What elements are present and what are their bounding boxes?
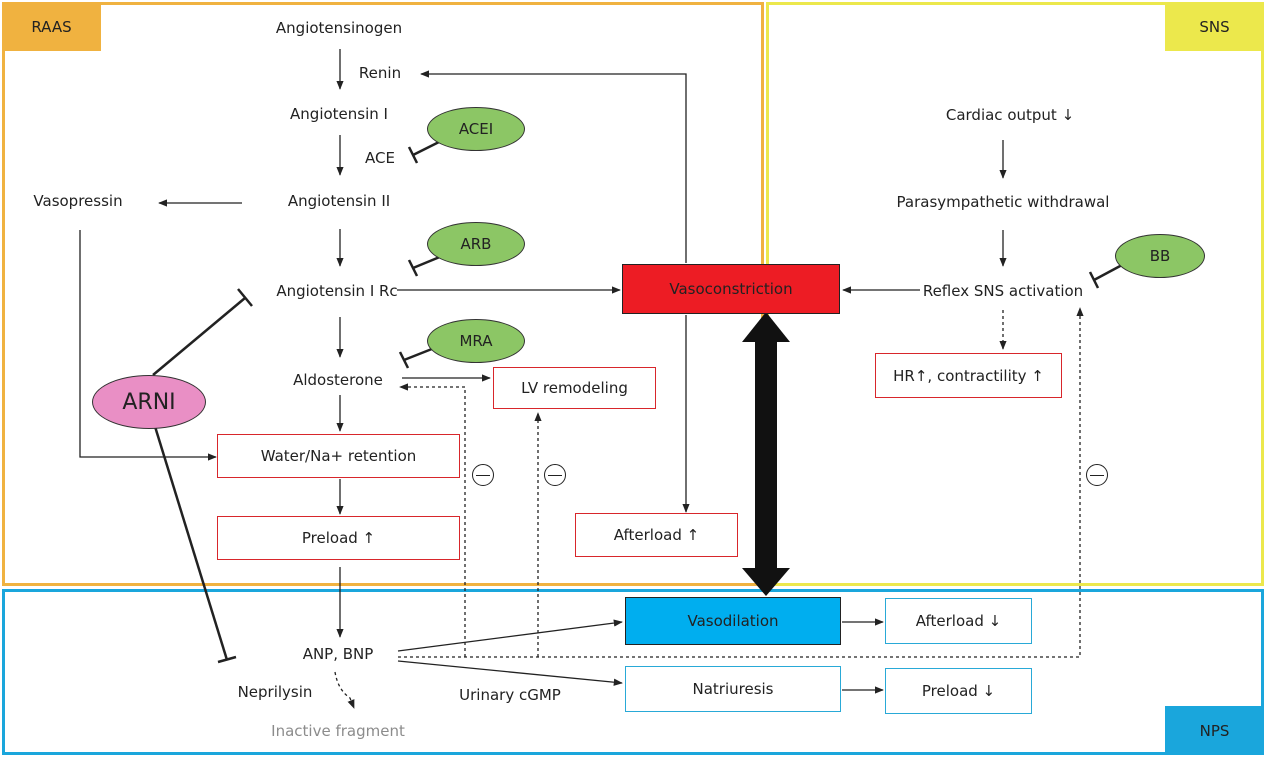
raas-tag-label: RAAS bbox=[31, 17, 72, 36]
nps-panel bbox=[2, 589, 1264, 755]
arni-neprilysin-line bbox=[151, 419, 229, 661]
cardiac-output-label: Cardiac output ↓ bbox=[945, 106, 1075, 124]
sns-tag-label: SNS bbox=[1199, 17, 1230, 36]
raas-tag: RAAS bbox=[2, 2, 101, 51]
water-na-retention-box: Water/Na+ retention bbox=[217, 434, 460, 478]
nps-tag: NPS bbox=[1165, 706, 1264, 755]
afterload-down-box: Afterload ↓ bbox=[885, 598, 1032, 644]
reflex-sns-label: Reflex SNS activation bbox=[922, 282, 1084, 300]
arrow-nps-inhibit-aldosterone bbox=[399, 383, 466, 657]
bidirectional-arrow bbox=[742, 312, 790, 596]
arni-neprilysin-bar bbox=[217, 655, 237, 664]
arrow-nps-inhibit-sns bbox=[398, 307, 1084, 658]
vasopressin-label: Vasopressin bbox=[33, 192, 123, 210]
arb-inhibit-bar bbox=[407, 259, 419, 277]
natriuresis-label: Natriuresis bbox=[692, 680, 774, 698]
inhibit-minus-icon bbox=[544, 464, 566, 486]
inhibit-minus-icon bbox=[472, 464, 494, 486]
mra-oval: MRA bbox=[427, 319, 525, 363]
hr-contractility-box: HR↑, contractility ↑ bbox=[875, 353, 1062, 398]
arrow-anp-natriuresis bbox=[397, 660, 623, 686]
lv-remodeling-label: LV remodeling bbox=[521, 379, 628, 397]
bb-label: BB bbox=[1149, 247, 1171, 265]
inactive-fragment-label: Inactive fragment bbox=[271, 722, 405, 740]
arb-label: ARB bbox=[460, 235, 492, 253]
preload-down-box: Preload ↓ bbox=[885, 668, 1032, 714]
vasodilation-box: Vasodilation bbox=[625, 597, 841, 645]
arrow-vasoconstriction-renin bbox=[420, 70, 687, 263]
arrow-vasopressin-retention bbox=[79, 230, 217, 461]
preload-down-label: Preload ↓ bbox=[921, 682, 996, 700]
arni-oval: ARNI bbox=[92, 375, 206, 429]
afterload-down-label: Afterload ↓ bbox=[915, 612, 1002, 630]
arni-label: ARNI bbox=[122, 389, 176, 415]
vasoconstriction-box: Vasoconstriction bbox=[622, 264, 840, 314]
ace-label: ACE bbox=[365, 149, 395, 167]
acei-inhibit-bar bbox=[407, 146, 419, 164]
parasympathetic-label: Parasympathetic withdrawal bbox=[896, 193, 1110, 211]
mra-inhibit-bar bbox=[398, 351, 410, 369]
arni-arb-bar bbox=[237, 288, 253, 307]
angiotensin-2-label: Angiotensin II bbox=[287, 192, 391, 210]
afterload-up-label: Afterload ↑ bbox=[613, 526, 700, 544]
angiotensinogen-label: Angiotensinogen bbox=[275, 19, 403, 37]
bb-inhibit-bar bbox=[1088, 271, 1100, 289]
neprilysin-label: Neprilysin bbox=[237, 683, 313, 701]
vasoconstriction-label: Vasoconstriction bbox=[669, 280, 793, 298]
arb-oval: ARB bbox=[427, 222, 525, 266]
vasodilation-label: Vasodilation bbox=[687, 612, 779, 630]
lv-remodeling-box: LV remodeling bbox=[493, 367, 656, 409]
nps-tag-label: NPS bbox=[1199, 721, 1230, 740]
anp-bnp-label: ANP, BNP bbox=[302, 645, 374, 663]
urinary-cgmp-label: Urinary cGMP bbox=[459, 686, 561, 704]
afterload-up-box: Afterload ↑ bbox=[575, 513, 738, 557]
acei-label: ACEI bbox=[458, 120, 494, 138]
angiotensin-rc-label: Angiotensin I Rc bbox=[276, 282, 398, 300]
aldosterone-label: Aldosterone bbox=[293, 371, 383, 389]
renin-label: Renin bbox=[358, 64, 402, 82]
water-na-retention-label: Water/Na+ retention bbox=[260, 447, 417, 465]
preload-up-box: Preload ↑ bbox=[217, 516, 460, 560]
sns-tag: SNS bbox=[1165, 2, 1264, 51]
mra-label: MRA bbox=[459, 332, 493, 350]
acei-oval: ACEI bbox=[427, 107, 525, 151]
angiotensin-1-label: Angiotensin I bbox=[290, 105, 388, 123]
arrow-anp-vasodilation bbox=[397, 619, 623, 652]
natriuresis-box: Natriuresis bbox=[625, 666, 841, 712]
arni-arb-line bbox=[152, 297, 246, 376]
bb-inhibit-line bbox=[1093, 263, 1123, 282]
inhibit-minus-icon bbox=[1086, 464, 1108, 486]
hr-contractility-label: HR↑, contractility ↑ bbox=[893, 366, 1044, 385]
arrow-anp-inactive bbox=[334, 671, 355, 709]
bb-oval: BB bbox=[1115, 234, 1205, 278]
preload-up-label: Preload ↑ bbox=[301, 529, 376, 547]
